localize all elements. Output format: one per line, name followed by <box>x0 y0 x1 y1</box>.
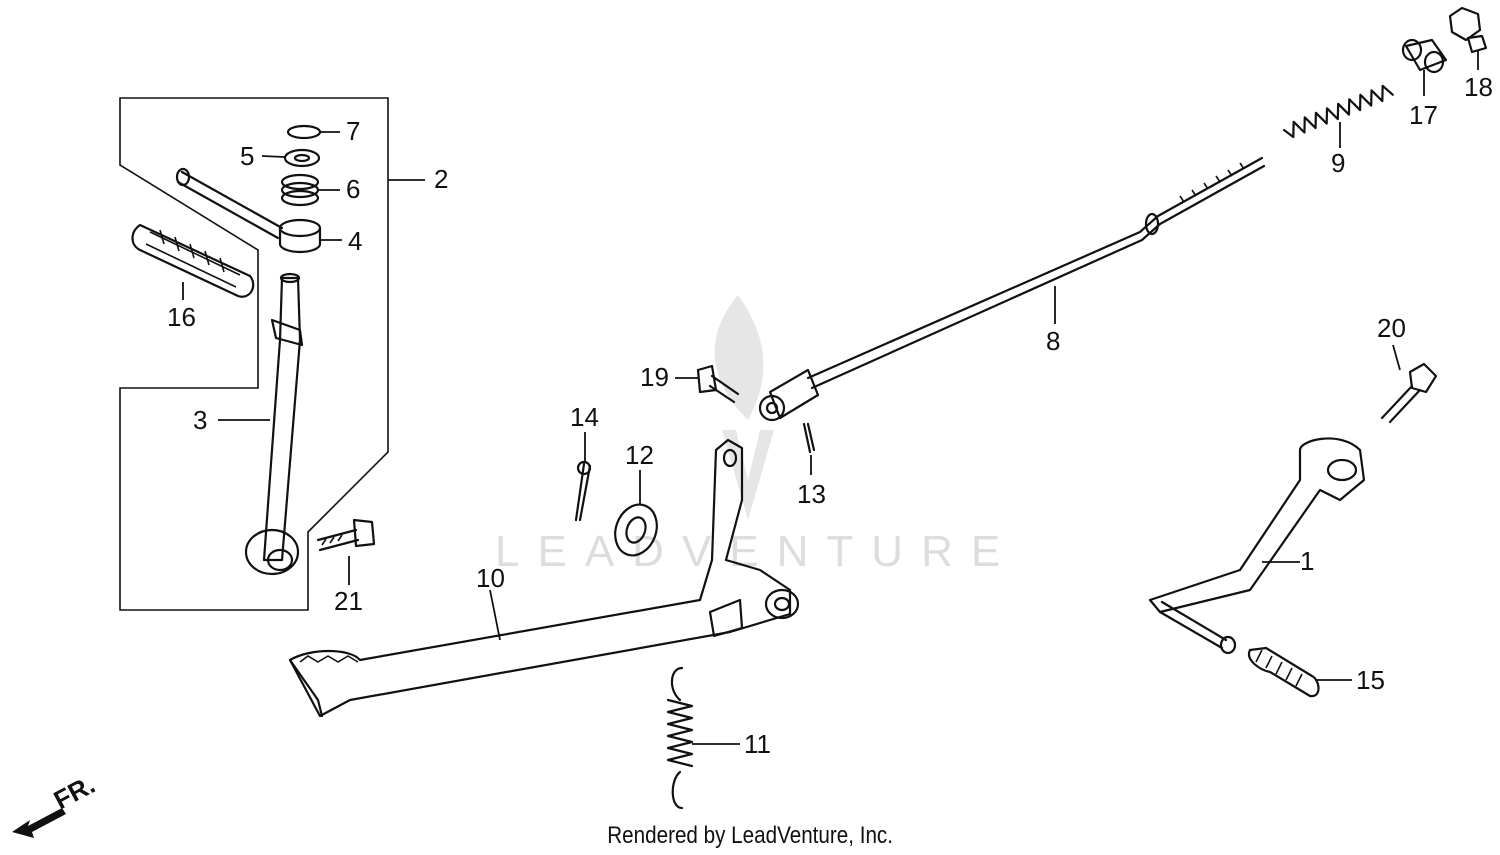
part-16-rubber-grip <box>131 223 255 300</box>
part-14-cotter-pin <box>574 432 592 522</box>
part-17-joint <box>1401 38 1448 96</box>
callout-7: 7 <box>346 116 360 146</box>
part-1-arm <box>1148 437 1366 655</box>
callout-21: 21 <box>334 586 363 616</box>
callout-6: 6 <box>346 174 360 204</box>
callout-16: 16 <box>167 302 196 332</box>
assembly-bracket-kickstarter <box>119 97 389 611</box>
part-7-circlip <box>286 124 340 140</box>
part-13-cotter-pin <box>802 422 816 475</box>
part-15-rubber <box>1247 646 1352 698</box>
callout-18: 18 <box>1464 72 1493 102</box>
callout-10: 10 <box>476 563 505 593</box>
callout-12: 12 <box>625 440 654 470</box>
part-5-washer <box>261 148 321 168</box>
callout-1: 1 <box>1300 546 1314 576</box>
part-11-spring <box>666 666 740 810</box>
part-9-spring <box>1282 84 1394 148</box>
callout-2: 2 <box>434 164 448 194</box>
callout-20: 20 <box>1377 313 1406 343</box>
part-6-spring <box>280 173 340 207</box>
callout-3: 3 <box>193 405 207 435</box>
part-12-washer <box>614 470 658 557</box>
callout-8: 8 <box>1046 326 1060 356</box>
watermark-text: LEADVENTURE <box>495 527 1018 576</box>
callout-13: 13 <box>797 479 826 509</box>
part-18-adjusting-nut <box>1448 6 1488 70</box>
callout-11: 11 <box>744 729 771 759</box>
part-3-kickstarter-arm <box>218 272 304 576</box>
callout-15: 15 <box>1356 665 1385 695</box>
callout-5: 5 <box>240 141 254 171</box>
part-10-brake-pedal <box>288 438 800 718</box>
footer-credit-text: Rendered by LeadVenture, Inc. <box>607 822 893 849</box>
part-19-bolt <box>675 364 740 404</box>
callout-9: 9 <box>1331 148 1345 178</box>
callout-19: 19 <box>640 362 669 392</box>
part-20-bolt <box>1380 344 1438 424</box>
part-4-collar-bolt <box>175 167 342 254</box>
watermark: LEADVENTURE <box>495 295 1018 576</box>
callout-14: 14 <box>570 402 599 432</box>
callout-labels: 1 2 3 4 5 6 7 8 9 10 11 12 13 14 15 16 1… <box>167 72 1493 759</box>
callout-17: 17 <box>1409 100 1438 130</box>
part-21-bolt <box>316 518 376 585</box>
callout-4: 4 <box>348 226 362 256</box>
footer-credit: Rendered by LeadVenture, Inc. <box>0 822 1500 850</box>
part-8-brake-rod <box>758 156 1266 422</box>
front-direction-label: FR. <box>49 769 100 815</box>
